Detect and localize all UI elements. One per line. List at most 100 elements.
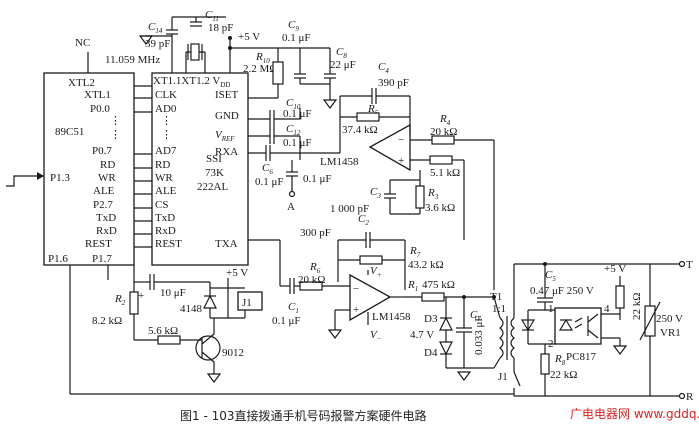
r1-label: R1 <box>407 279 418 293</box>
c10uf-plus: + <box>138 290 144 302</box>
r7-label: R7 <box>409 245 421 259</box>
mcu-nc-label: NC <box>75 37 90 49</box>
ssi-pin-rd: RD <box>155 159 170 171</box>
t1-label: T1 <box>490 291 502 303</box>
vminus-label: V− <box>370 329 382 343</box>
ssi-name-1: SSI <box>206 153 222 165</box>
rx-op-minus: − <box>398 134 404 146</box>
ssi-pin-rxa: RXA <box>215 146 238 158</box>
c2-value: 300 pF <box>300 227 331 239</box>
tx-op-minus: − <box>353 283 359 295</box>
crystal-section: C14 39 pF C11 18 pF 11.059 MHz +5 V <box>105 9 356 109</box>
mcu-pin-rest: REST <box>85 238 112 250</box>
d3-value: 4.7 V <box>410 329 434 341</box>
c7-value: 0.033 μF <box>473 315 485 355</box>
r4-label: R4 <box>439 113 451 127</box>
transistor-label: 9012 <box>222 347 244 359</box>
mcu-pin-txd: TxD <box>96 212 116 224</box>
ssi-pin-vref: VREF <box>215 129 235 143</box>
ssi-pin-ale: ALE <box>155 185 177 197</box>
mcu-pin-ale: ALE <box>93 185 115 197</box>
line-interface: T1 1:1 J1 T C5 0.47 μF 250 V <box>69 259 694 403</box>
ssi-pin-ad0: AD0 <box>155 103 177 115</box>
tx-op-plus: + <box>353 304 359 316</box>
c12-label: C12 <box>286 123 301 137</box>
vr1-label: VR1 <box>660 327 681 339</box>
c10-label: C10 <box>286 97 301 111</box>
c9-value: 0.1 μF <box>282 32 311 44</box>
ssi-pin-clk: CLK <box>155 89 177 101</box>
r2-label: R2 <box>114 293 126 307</box>
opto-pin4: 4 <box>604 303 610 315</box>
r8-label: R8 <box>554 353 566 367</box>
vplus-label: V+ <box>370 265 382 279</box>
r6-label: R6 <box>309 261 321 275</box>
c10-value: 0.1 μF <box>283 108 312 120</box>
relay-driver: +5 V 10 μF + 4148 J1 R2 8.2 kΩ 5.6 kΩ <box>92 265 263 383</box>
mcu-pin-rd: RD <box>100 159 115 171</box>
c11-label: C11 <box>205 9 219 23</box>
ssi-pin-txd: TxD <box>155 212 175 224</box>
c12-value: 0.1 μF <box>283 137 312 149</box>
j1b-label: J1 <box>498 371 508 383</box>
rx-opamp-section: C4 390 pF R5 37.4 kΩ − + LM1458 R4 20 kΩ… <box>320 61 495 290</box>
mcu-name: 89C51 <box>55 126 84 138</box>
r3-value: 3.6 kΩ <box>425 202 455 214</box>
r2-value: 8.2 kΩ <box>92 315 122 327</box>
watermark: 广电电器网 www.gddq.com <box>570 407 699 421</box>
mcu-pin-p07: P0.7 <box>92 145 112 157</box>
op2-label: LM1458 <box>372 311 411 323</box>
ssi-pin-rest: REST <box>155 238 182 250</box>
ssi-pin-iset: ISET <box>215 89 239 101</box>
r6-value: 20 kΩ <box>298 274 325 286</box>
mcu-89c51: NC 89C51 XTL2 XTL1 P0.0 ⋮ ⋮ P0.7 RD WR A… <box>6 37 135 266</box>
r7-value: 43.2 kΩ <box>408 259 444 271</box>
tx-opamp-section: C2 300 pF R7 43.2 kΩ V+ C1 0.1 μF R6 20 … <box>248 213 496 381</box>
v5-top-label: +5 V <box>238 31 260 43</box>
ssi-pin-ad7: AD7 <box>155 145 177 157</box>
r-56-value: 5.6 kΩ <box>148 325 178 337</box>
modem-ssi-73k222al: XT1.1XT1.2 VDD CLK AD0 ⋮ ⋮ AD7 RD WR ALE… <box>151 72 249 266</box>
vr1-value: 250 V <box>656 313 683 325</box>
d4-label: D4 <box>424 347 438 359</box>
c5-value: 0.47 μF 250 V <box>530 285 594 297</box>
ssi-pin-wr: WR <box>155 172 173 184</box>
terminal-t: T <box>686 259 693 271</box>
mcu-pin-p00: P0.0 <box>90 103 110 115</box>
mcu-pin-p17: P1.7 <box>92 253 112 265</box>
c11-value: 18 pF <box>208 22 233 34</box>
c6b-value: 0.1 μF <box>303 173 332 185</box>
c14-value: 39 pF <box>145 38 170 50</box>
mcu-dots-1: ⋮ <box>110 115 121 127</box>
terminal-r: R <box>686 391 694 403</box>
r5-value: 37.4 kΩ <box>342 124 378 136</box>
r-51-value: 5.1 kΩ <box>430 167 460 179</box>
c10uf-value: 10 μF <box>160 287 186 299</box>
c14-label: C14 <box>148 21 163 35</box>
mcu-dots-2: ⋮ <box>110 129 121 141</box>
r4-value: 20 kΩ <box>430 126 457 138</box>
bus-wires <box>134 85 152 248</box>
c7-label: C7 <box>470 309 481 323</box>
ssi-top-pins: XT1.1XT1.2 VDD <box>153 75 230 89</box>
c1-value: 0.1 μF <box>272 315 301 327</box>
r3-label: R3 <box>427 187 439 201</box>
mcu-pin-rxd: RxD <box>96 225 117 237</box>
mcu-pin-p13: P1.3 <box>50 172 70 184</box>
mcu-pin-p16: P1.6 <box>48 253 68 265</box>
mcu-pin-xtl2: XTL2 <box>68 77 95 89</box>
c6-value: 0.1 μF <box>255 176 284 188</box>
c9-label: C9 <box>288 19 299 33</box>
opto-label: PC817 <box>566 351 596 363</box>
r-22-value: 22 kΩ <box>631 293 643 320</box>
rx-op-plus: + <box>398 155 404 167</box>
ssi-pin-cs: CS <box>155 199 168 211</box>
c5-label: C5 <box>545 269 556 283</box>
c4-value: 390 pF <box>378 77 409 89</box>
v5-right-label: +5 V <box>604 263 626 275</box>
c3-value: 1 000 pF <box>330 203 369 215</box>
r8-value: 22 kΩ <box>550 369 577 381</box>
ssi-pin-gnd: GND <box>215 110 239 122</box>
d3-label: D3 <box>424 313 438 325</box>
